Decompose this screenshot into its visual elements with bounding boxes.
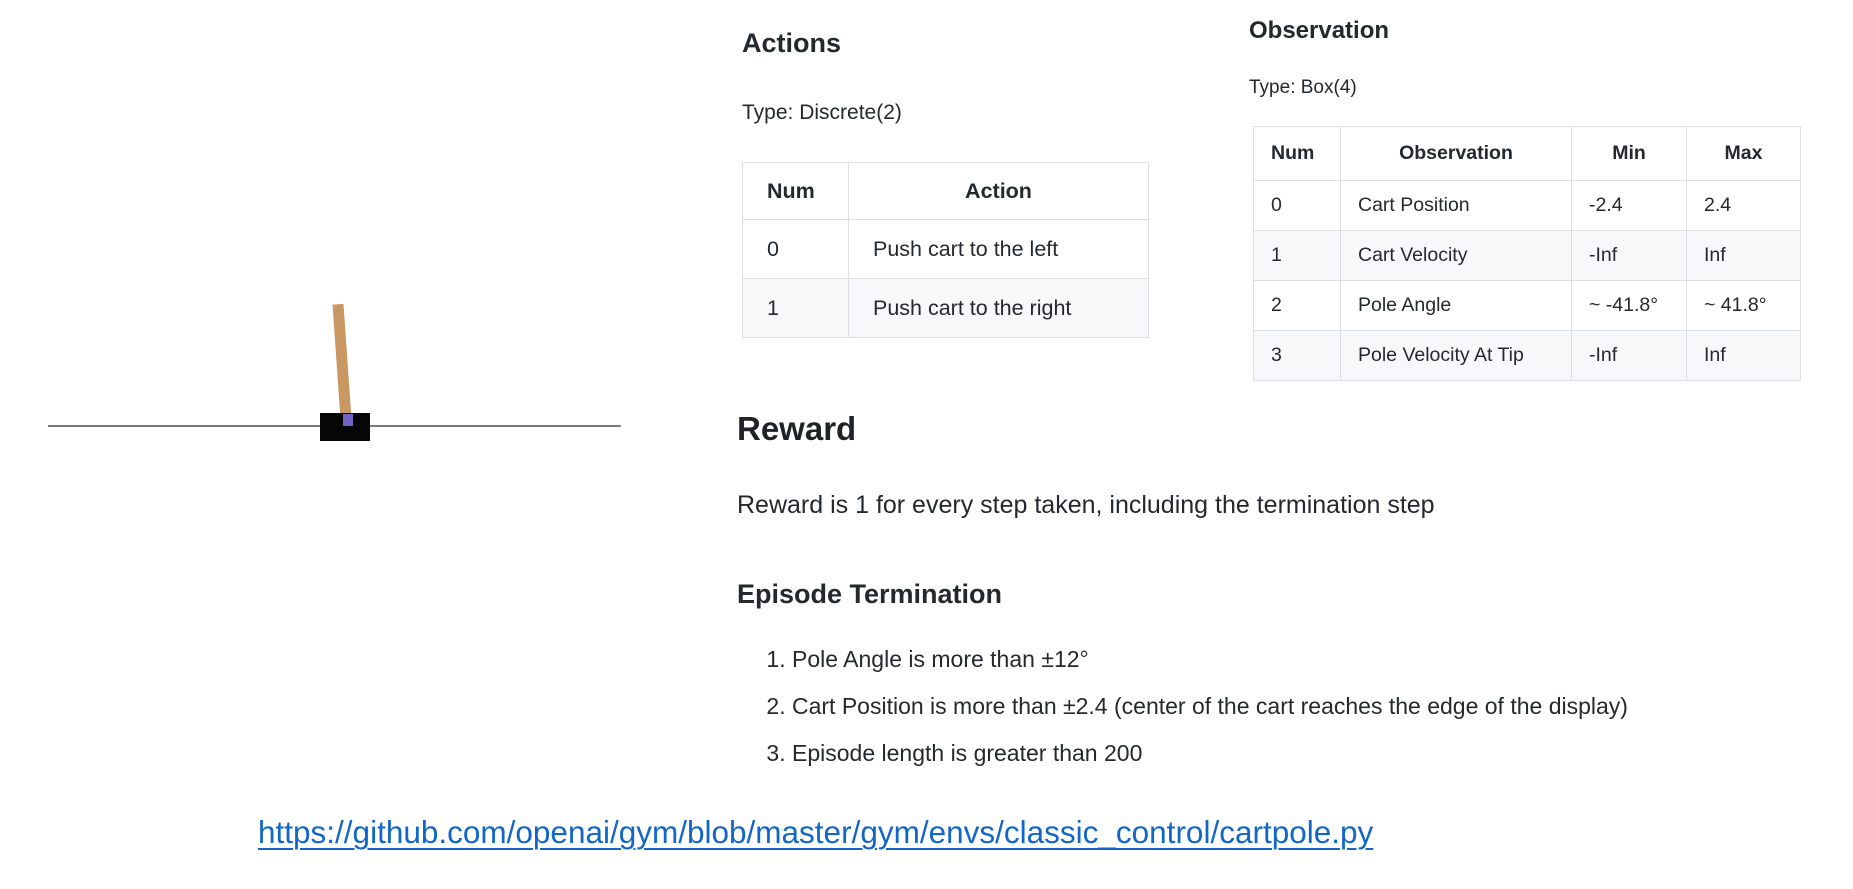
cartpole-render <box>0 0 660 470</box>
table-cell: 0 <box>1253 180 1341 231</box>
source-code-link[interactable]: https://github.com/openai/gym/blob/maste… <box>258 814 1374 850</box>
table-cell: -Inf <box>1571 230 1687 281</box>
table-header-cell: Max <box>1686 126 1801 181</box>
episode-termination-heading: Episode Termination <box>737 579 1003 609</box>
table-cell: 2.4 <box>1686 180 1801 231</box>
list-item: Episode length is greater than 200 <box>792 730 1628 777</box>
table-cell: -2.4 <box>1571 180 1687 231</box>
table-cell: Push cart to the left <box>848 219 1149 279</box>
table-cell: Pole Angle <box>1340 280 1572 331</box>
table-cell: Cart Velocity <box>1340 230 1572 281</box>
table-cell: ~ -41.8° <box>1571 280 1687 331</box>
table-cell: Pole Velocity At Tip <box>1340 330 1572 381</box>
table-header-cell: Num <box>1253 126 1341 181</box>
actions-heading: Actions <box>742 28 842 58</box>
actions-type-line: Type: Discrete(2) <box>742 101 902 124</box>
table-cell: 1 <box>1253 230 1341 281</box>
list-item: Cart Position is more than ±2.4 (center … <box>792 683 1628 730</box>
table-cell: -Inf <box>1571 330 1687 381</box>
table-cell: Inf <box>1686 330 1801 381</box>
table-cell: 3 <box>1253 330 1341 381</box>
table-cell: 2 <box>1253 280 1341 331</box>
table-header-cell: Min <box>1571 126 1687 181</box>
table-header-cell: Num <box>742 162 849 220</box>
cartpole-pole <box>332 303 352 427</box>
table-cell: 1 <box>742 278 849 338</box>
table-cell: Push cart to the right <box>848 278 1149 338</box>
cartpole-axle <box>343 414 353 426</box>
table-cell: Cart Position <box>1340 180 1572 231</box>
table-header-cell: Observation <box>1340 126 1572 181</box>
observation-heading: Observation <box>1249 17 1390 44</box>
observation-type-line: Type: Box(4) <box>1249 77 1357 98</box>
episode-termination-list: Pole Angle is more than ±12°Cart Positio… <box>737 636 1628 777</box>
reward-body-text: Reward is 1 for every step taken, includ… <box>737 491 1435 519</box>
list-item: Pole Angle is more than ±12° <box>792 636 1628 683</box>
table-cell: Inf <box>1686 230 1801 281</box>
reward-heading: Reward <box>737 410 857 447</box>
table-header-cell: Action <box>848 162 1149 220</box>
table-cell: ~ 41.8° <box>1686 280 1801 331</box>
table-cell: 0 <box>742 219 849 279</box>
